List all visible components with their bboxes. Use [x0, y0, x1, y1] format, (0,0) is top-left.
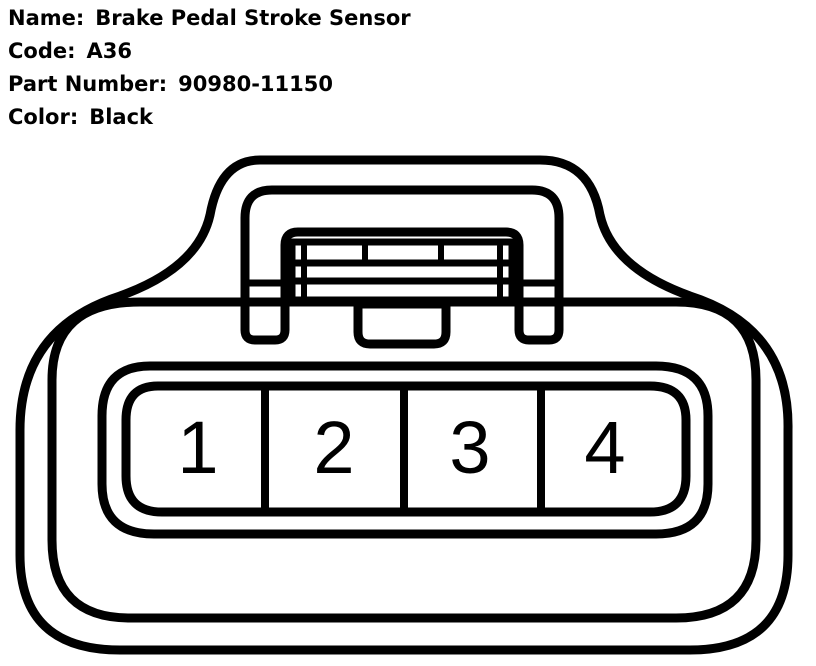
name-value: Brake Pedal Stroke Sensor [95, 6, 411, 30]
name-label: Name: [8, 6, 85, 30]
connector-info: Name:Brake Pedal Stroke Sensor Code:A36 … [8, 2, 568, 134]
pin-label-4: 4 [584, 406, 625, 489]
connector-outer-housing [15, 155, 793, 655]
part-number-value: 90980-11150 [178, 72, 333, 96]
connector-inner-housing [47, 297, 761, 623]
color-row: Color: Black [8, 101, 568, 134]
code-row: Code: A36 [8, 35, 568, 68]
pin-label-2: 2 [313, 406, 354, 489]
color-label: Color: [8, 105, 79, 129]
color-value: Black [89, 105, 154, 129]
terminal-cavity-inner [121, 381, 691, 517]
latch-center-tab [353, 299, 451, 349]
pin-label-3: 3 [449, 406, 490, 489]
lock-latch-frame [240, 185, 564, 345]
latch-inner-frame [288, 238, 516, 304]
code-label: Code: [8, 39, 76, 63]
part-number-label: Part Number: [8, 72, 168, 96]
pin-label-1: 1 [177, 406, 218, 489]
name-row: Name: Brake Pedal Stroke Sensor [8, 2, 568, 35]
terminal-cavity-outer [97, 361, 713, 539]
part-number-row: Part Number: 90980-11150 [8, 68, 568, 101]
code-value: A36 [86, 39, 132, 63]
